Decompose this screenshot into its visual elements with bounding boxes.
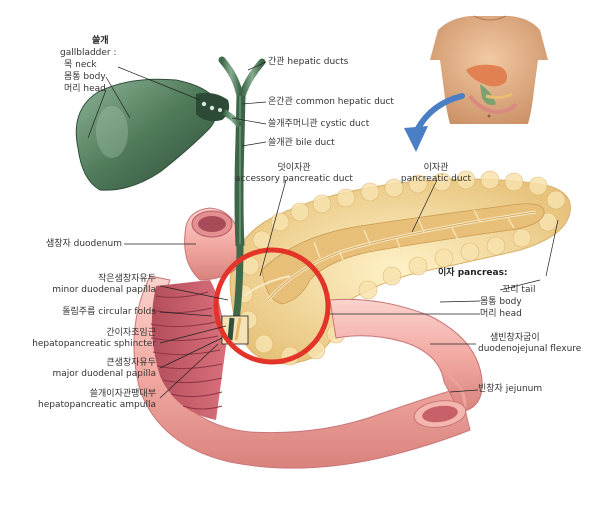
- label-sphincter-ko: 간이자조임근: [106, 328, 156, 338]
- label-bile-duct: 쓸개관 bile duct: [268, 138, 335, 148]
- torso-inset-icon: [430, 15, 548, 124]
- label-major-papilla-ko: 큰샘창자유두: [106, 358, 156, 368]
- label-major-papilla-en: major duodenal papilla: [52, 369, 156, 379]
- gallbladder: [75, 78, 230, 191]
- label-sphincter-en: hepatopancreatic sphincter: [32, 339, 156, 349]
- label-flexure-en: duodenojejunal flexure: [478, 344, 582, 354]
- label-cystic-duct: 쓸개주머니관 cystic duct: [268, 119, 370, 129]
- label-pancreas-title: 이자 pancreas:: [438, 268, 508, 278]
- highlight-circle: [213, 247, 331, 365]
- label-body-gallbladder: 몸통 body: [64, 72, 106, 82]
- label-accessory-duct-en: accessory pancreatic duct: [235, 174, 353, 184]
- label-head-pancreas: 머리 head: [480, 309, 522, 319]
- label-body-pancreas: 몸통 body: [480, 297, 522, 307]
- label-flexure-ko: 샘빈창자굽이: [490, 333, 540, 343]
- label-ampulla-ko: 쓸개이자관팽대부: [89, 389, 156, 399]
- label-jejunum: 빈창자 jejunum: [478, 384, 543, 394]
- leader-lines: [87, 61, 559, 399]
- label-minor-papilla-ko: 작은샘창자유두: [98, 274, 156, 284]
- pancreas: [229, 170, 571, 366]
- label-gallbladder-en: gallbladder :: [60, 48, 117, 58]
- label-hepatic-ducts: 간관 hepatic ducts: [268, 57, 349, 67]
- label-neck: 목 neck: [64, 60, 97, 70]
- label-pancreatic-duct-en: pancreatic duct: [400, 174, 472, 184]
- label-head-gallbladder: 머리 head: [64, 84, 106, 94]
- label-accessory-duct-ko: 덧이자관: [277, 163, 311, 173]
- label-pancreatic-duct-ko: 이자관: [423, 163, 449, 173]
- curved-arrow-icon: [404, 93, 465, 152]
- label-duodenum: 샘창자 duodenum: [45, 239, 122, 249]
- label-minor-papilla-en: minor duodenal papilla: [52, 285, 156, 295]
- label-ampulla-en: hepatopancreatic ampulla: [38, 400, 156, 410]
- label-circular-folds: 돌림주름 circular folds: [62, 307, 156, 317]
- label-tail: 꼬리 tail: [502, 285, 536, 295]
- label-common-hepatic-duct: 온간관 common hepatic duct: [268, 97, 394, 107]
- label-gallbladder-ko: 쓸개: [92, 36, 109, 46]
- duodenum: [133, 207, 483, 469]
